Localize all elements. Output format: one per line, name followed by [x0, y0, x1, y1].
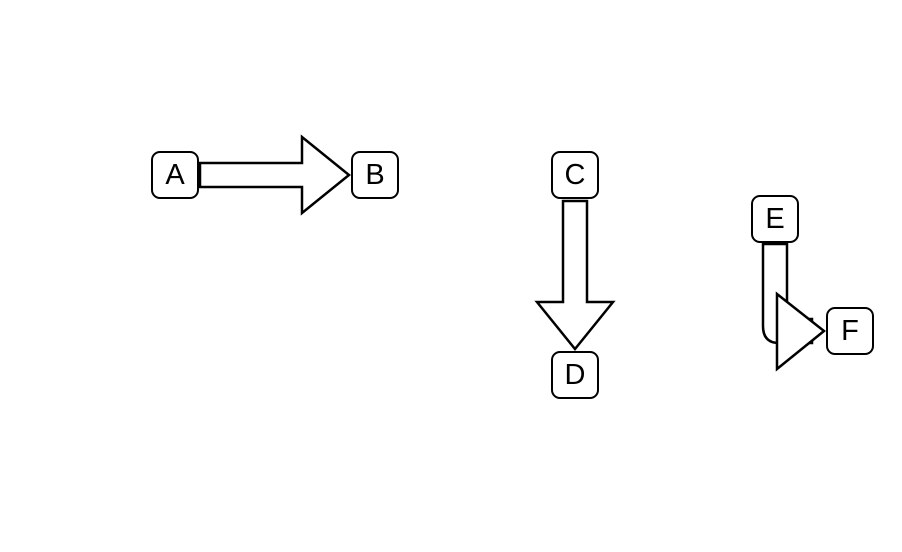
arrow-c-to-d[interactable] [534, 199, 616, 351]
node-e[interactable]: E [751, 195, 799, 243]
node-e-label: E [765, 202, 785, 235]
node-f[interactable]: F [826, 307, 874, 355]
arrow-a-to-b[interactable] [198, 134, 351, 216]
node-c-label: C [564, 158, 586, 191]
node-b[interactable]: B [351, 151, 399, 199]
arrow-e-to-f-head[interactable] [775, 291, 827, 372]
node-f-label: F [841, 314, 859, 347]
node-c[interactable]: C [551, 151, 599, 199]
node-b-label: B [365, 158, 385, 191]
node-d-label: D [564, 358, 586, 391]
node-a[interactable]: A [151, 151, 199, 199]
node-a-label: A [165, 158, 185, 191]
node-d[interactable]: D [551, 351, 599, 399]
